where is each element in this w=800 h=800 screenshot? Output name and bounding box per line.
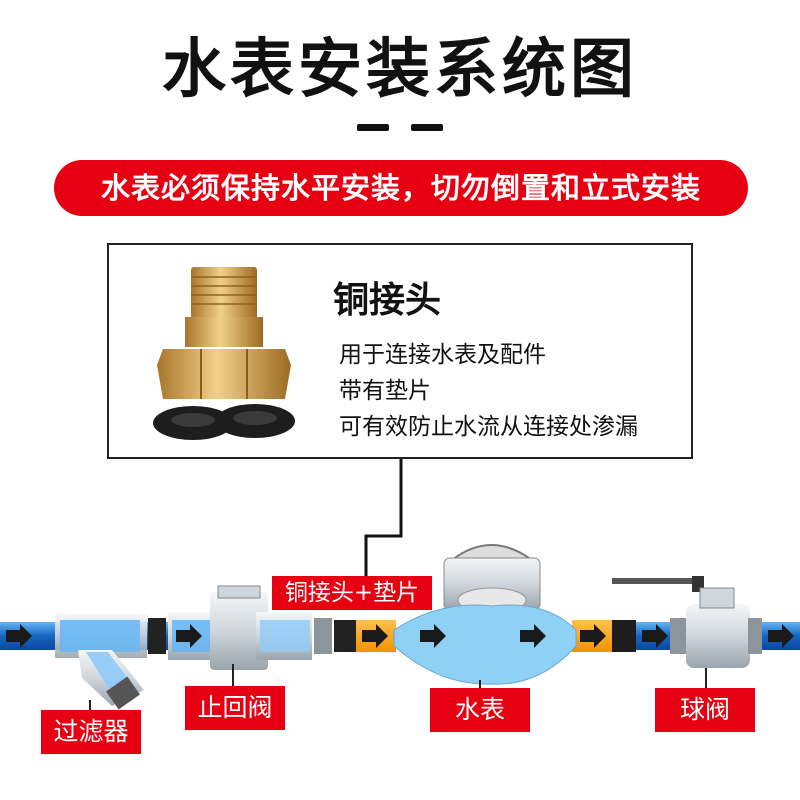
flow-arrow-6 [580, 624, 606, 648]
flow-arrow-7 [642, 624, 668, 648]
flow-arrow-1 [6, 624, 32, 648]
copper-joint-info-box: 铜接头 用于连接水表及配件 带有垫片 可有效防止水流从连接处渗漏 [107, 243, 693, 459]
copper-joint-label: 铜接头+垫片 [272, 576, 432, 610]
water-meter-label: 水表 [430, 688, 530, 732]
flow-arrow-3 [362, 624, 388, 648]
ball-valve-body [612, 576, 762, 668]
info-title: 铜接头 [333, 280, 442, 321]
info-line-1: 用于连接水表及配件 [339, 342, 546, 368]
page-title: 水表安装系统图 [162, 33, 638, 107]
water-meter-body [393, 544, 577, 685]
check-valve-body [168, 585, 356, 670]
filter-body [55, 614, 166, 710]
flow-arrow-8 [768, 624, 794, 648]
flow-arrow-2 [176, 624, 202, 648]
flow-arrow-4 [420, 624, 446, 648]
info-line-3: 可有效防止水流从连接处渗漏 [339, 414, 638, 440]
warning-banner: 水表必须保持水平安装，切勿倒置和立式安装 [54, 160, 748, 216]
title-dash-right [411, 124, 443, 131]
filter-label: 过滤器 [41, 710, 141, 754]
copper-joint-image [153, 267, 295, 440]
check-valve-label: 止回阀 [185, 686, 285, 730]
title-dash-left [357, 124, 389, 131]
info-line-2: 带有垫片 [339, 378, 431, 404]
flow-arrow-5 [520, 624, 546, 648]
connector-line [364, 459, 403, 576]
ball-valve-label: 球阀 [655, 688, 755, 732]
